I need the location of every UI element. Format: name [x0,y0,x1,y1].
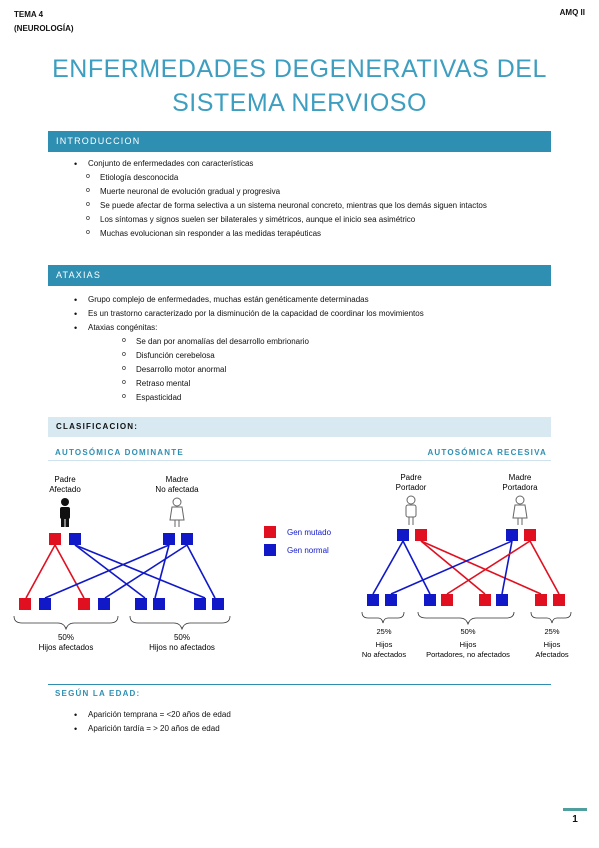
clasificacion-divider [48,460,551,461]
author-label: AMQ II [559,8,585,17]
list-item: Etiología desconocida [62,170,542,185]
rec-right-brace [530,611,572,624]
legend-normal-label: Gen normal [287,546,329,555]
clasificacion-heading: CLASIFICACION: [48,417,551,437]
list-item: Muerte neuronal de evolución gradual y p… [62,184,542,199]
rec-mid-label-1: Hijos [460,640,477,649]
dom-children-genes [19,598,224,610]
rec-right-pct: 25% [544,627,559,636]
subject-label: (NEUROLOGÍA) [14,24,74,33]
rec-female-figure-icon [512,495,528,525]
rec-mid-brace [417,611,515,626]
list-item: Aparición tardía = > 20 años de edad [62,722,542,736]
dom-right-label: Hijos no afectados [149,643,215,652]
list-item: Se dan por anomalías del desarrollo embr… [98,334,542,349]
rec-father-gene-mutated [415,529,427,541]
list-item: Ataxias congénitas: Se dan por anomalías… [62,321,542,405]
rec-mother-line1: Madre [509,473,532,482]
intro-item-text: Conjunto de enfermedades con característ… [88,159,254,168]
dom-father-line1: Padre [54,475,76,484]
rec-mid-label-2: Portadores, no afectados [426,650,510,659]
page-number: 1 [563,808,587,825]
edad-heading: SEGÚN LA EDAD: [55,689,141,698]
dom-father-gene-normal [69,533,81,545]
list-item: Desarrollo motor anormal [98,362,542,377]
title-line-1: ENFERMEDADES DEGENERATIVAS DEL [52,55,547,83]
rec-mother-gene-mutated [524,529,536,541]
dom-left-brace [13,615,119,631]
header-left: TEMA 4 (NEUROLOGÍA) [14,8,74,36]
dom-right-pct: 50% [174,633,190,642]
rec-father-line2: Portador [396,483,427,492]
dom-father-line2: Afectado [49,485,81,494]
rec-father-line1: Padre [400,473,422,482]
dom-cross-lines [25,544,216,599]
dom-mother-gene-normal-1 [163,533,175,545]
list-item: Espasticidad [98,390,542,405]
male-figure-icon [60,498,70,527]
ataxias-heading: ATAXIAS [48,265,551,286]
edad-top-rule [48,684,551,685]
topic-label: TEMA 4 [14,10,44,19]
list-item: Se puede afectar de forma selectiva a un… [62,198,542,213]
rec-right-label-2: Afectados [535,650,569,659]
intro-list: Conjunto de enfermedades con característ… [62,157,542,241]
list-item: Disfunción cerebelosa [98,348,542,363]
edad-list: Aparición temprana = <20 años de edad Ap… [62,708,542,736]
list-item: Aparición temprana = <20 años de edad [62,708,542,722]
rec-left-pct: 25% [376,627,391,636]
intro-sublist: Etiología desconocida Muerte neuronal de… [62,170,542,241]
rec-children-genes [367,594,565,606]
recessive-label: AUTOSÓMICA RECESIVA [427,448,547,457]
rec-left-label-1: Hijos [376,640,393,649]
ataxias-list: Grupo complejo de enfermedades, muchas e… [62,293,542,405]
rec-left-label-2: No afectados [362,650,406,659]
list-item: Es un trastorno caracterizado por la dis… [62,307,542,321]
dom-left-label: Hijos afectados [39,643,94,652]
dom-mother-line1: Madre [166,475,189,484]
legend-mutated-label: Gen mutado [287,528,332,537]
female-figure-icon [169,497,185,527]
dom-right-brace [129,615,231,631]
dom-left-pct: 50% [58,633,74,642]
dom-father-gene-mutated [49,533,61,545]
list-item: Retraso mental [98,376,542,391]
dom-mother-line2: No afectada [155,485,199,494]
rec-right-label-1: Hijos [544,640,561,649]
rec-father-gene-normal [397,529,409,541]
list-item: Grupo complejo de enfermedades, muchas e… [62,293,542,307]
rec-male-figure-icon [405,495,417,525]
rec-mother-gene-normal [506,529,518,541]
dom-mother-gene-normal-2 [181,533,193,545]
list-item: Los síntomas y signos suelen ser bilater… [62,212,542,227]
intro-heading: INTRODUCCION [48,131,551,152]
rec-cross-lines [372,540,560,595]
legend-normal-swatch [264,544,276,556]
page-title: ENFERMEDADES DEGENERATIVAS DEL SISTEMA N… [0,52,599,120]
legend-mutated-swatch [264,526,276,538]
ataxias-item-text: Ataxias congénitas: [88,323,158,332]
rec-mother-line2: Portadora [502,483,538,492]
list-item: Muchas evolucionan sin responder a las m… [62,226,542,241]
inheritance-diagram: Padre Afectado Madre No afectada [13,473,572,659]
title-line-2: SISTEMA NERVIOSO [172,89,427,117]
dominant-label: AUTOSÓMICA DOMINANTE [55,448,184,457]
list-item: Conjunto de enfermedades con característ… [62,157,542,241]
rec-left-brace [361,611,405,624]
ataxias-sublist: Se dan por anomalías del desarrollo embr… [98,334,542,405]
rec-mid-pct: 50% [460,627,475,636]
